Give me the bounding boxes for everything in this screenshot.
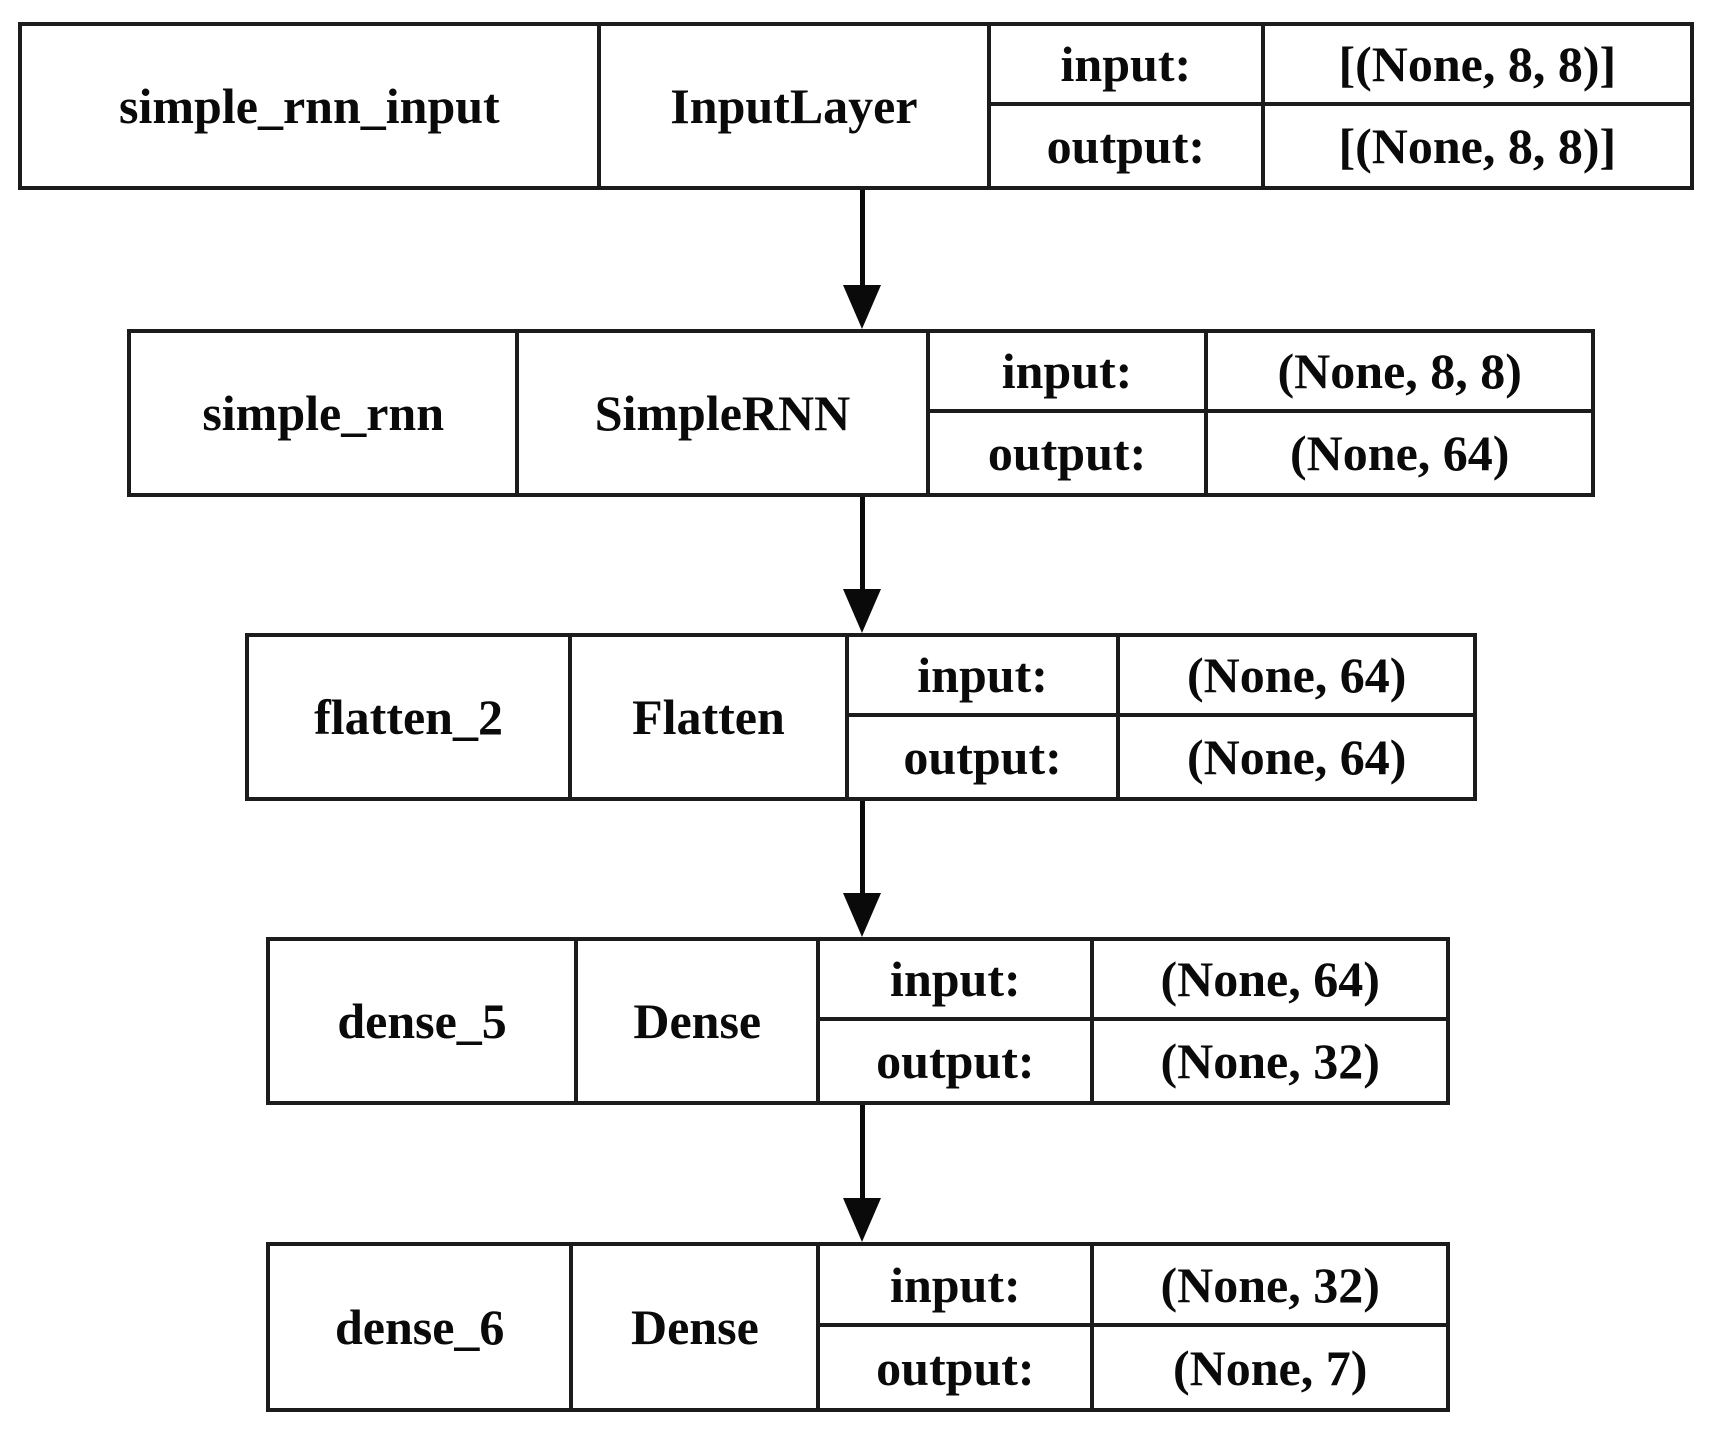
- layer-name: flatten_2: [249, 637, 573, 797]
- output-shape: [(None, 8, 8)]: [1338, 118, 1617, 174]
- layer-name: dense_5: [270, 941, 579, 1101]
- arrow-line: [859, 801, 865, 897]
- layer-node-dense-5: dense_5 Dense input: output: (None, 64) …: [266, 937, 1450, 1105]
- layer-node-simple-rnn: simple_rnn SimpleRNN input: output: (Non…: [127, 329, 1595, 497]
- output-label: output:: [903, 729, 1062, 785]
- layer-name: simple_rnn_input: [22, 26, 601, 186]
- output-label: output:: [876, 1033, 1035, 1089]
- input-shape: (None, 64): [1094, 941, 1446, 1021]
- arrow-line: [859, 497, 865, 593]
- input-shape: (None, 8, 8): [1208, 333, 1591, 413]
- output-label: output:: [1046, 118, 1206, 174]
- arrow-line: [859, 190, 865, 289]
- layer-node-flatten-2: flatten_2 Flatten input: output: (None, …: [245, 633, 1477, 801]
- input-shape: [(None, 8, 8)]: [1264, 26, 1690, 106]
- input-shape: (None, 64): [1120, 637, 1473, 717]
- output-shape: (None, 64): [1187, 729, 1407, 785]
- output-shape: (None, 7): [1172, 1339, 1368, 1396]
- output-shape: (None, 64): [1290, 425, 1510, 481]
- layer-type: Dense: [573, 1246, 821, 1408]
- layer-type: Flatten: [572, 637, 849, 797]
- output-shape: (None, 32): [1160, 1033, 1380, 1089]
- layer-type: InputLayer: [601, 26, 992, 186]
- input-label: input:: [848, 637, 1117, 717]
- arrow-head-icon: [843, 893, 881, 937]
- layer-type: SimpleRNN: [519, 333, 930, 493]
- arrow-line: [859, 1105, 865, 1202]
- input-shape: (None, 32): [1094, 1246, 1446, 1327]
- input-label: input:: [991, 26, 1261, 106]
- input-label: input:: [929, 333, 1205, 413]
- arrow-head-icon: [843, 285, 881, 329]
- input-label: input:: [820, 941, 1091, 1021]
- output-label: output:: [987, 425, 1147, 481]
- input-label: input:: [820, 1246, 1091, 1327]
- layer-name: dense_6: [270, 1246, 574, 1408]
- output-label: output:: [876, 1339, 1035, 1396]
- layer-node-dense-6: dense_6 Dense input: output: (None, 32) …: [266, 1242, 1450, 1412]
- layer-name: simple_rnn: [131, 333, 520, 493]
- layer-type: Dense: [578, 941, 821, 1101]
- layer-node-simple-rnn-input: simple_rnn_input InputLayer input: outpu…: [18, 22, 1694, 190]
- arrow-head-icon: [843, 589, 881, 633]
- arrow-head-icon: [843, 1198, 881, 1242]
